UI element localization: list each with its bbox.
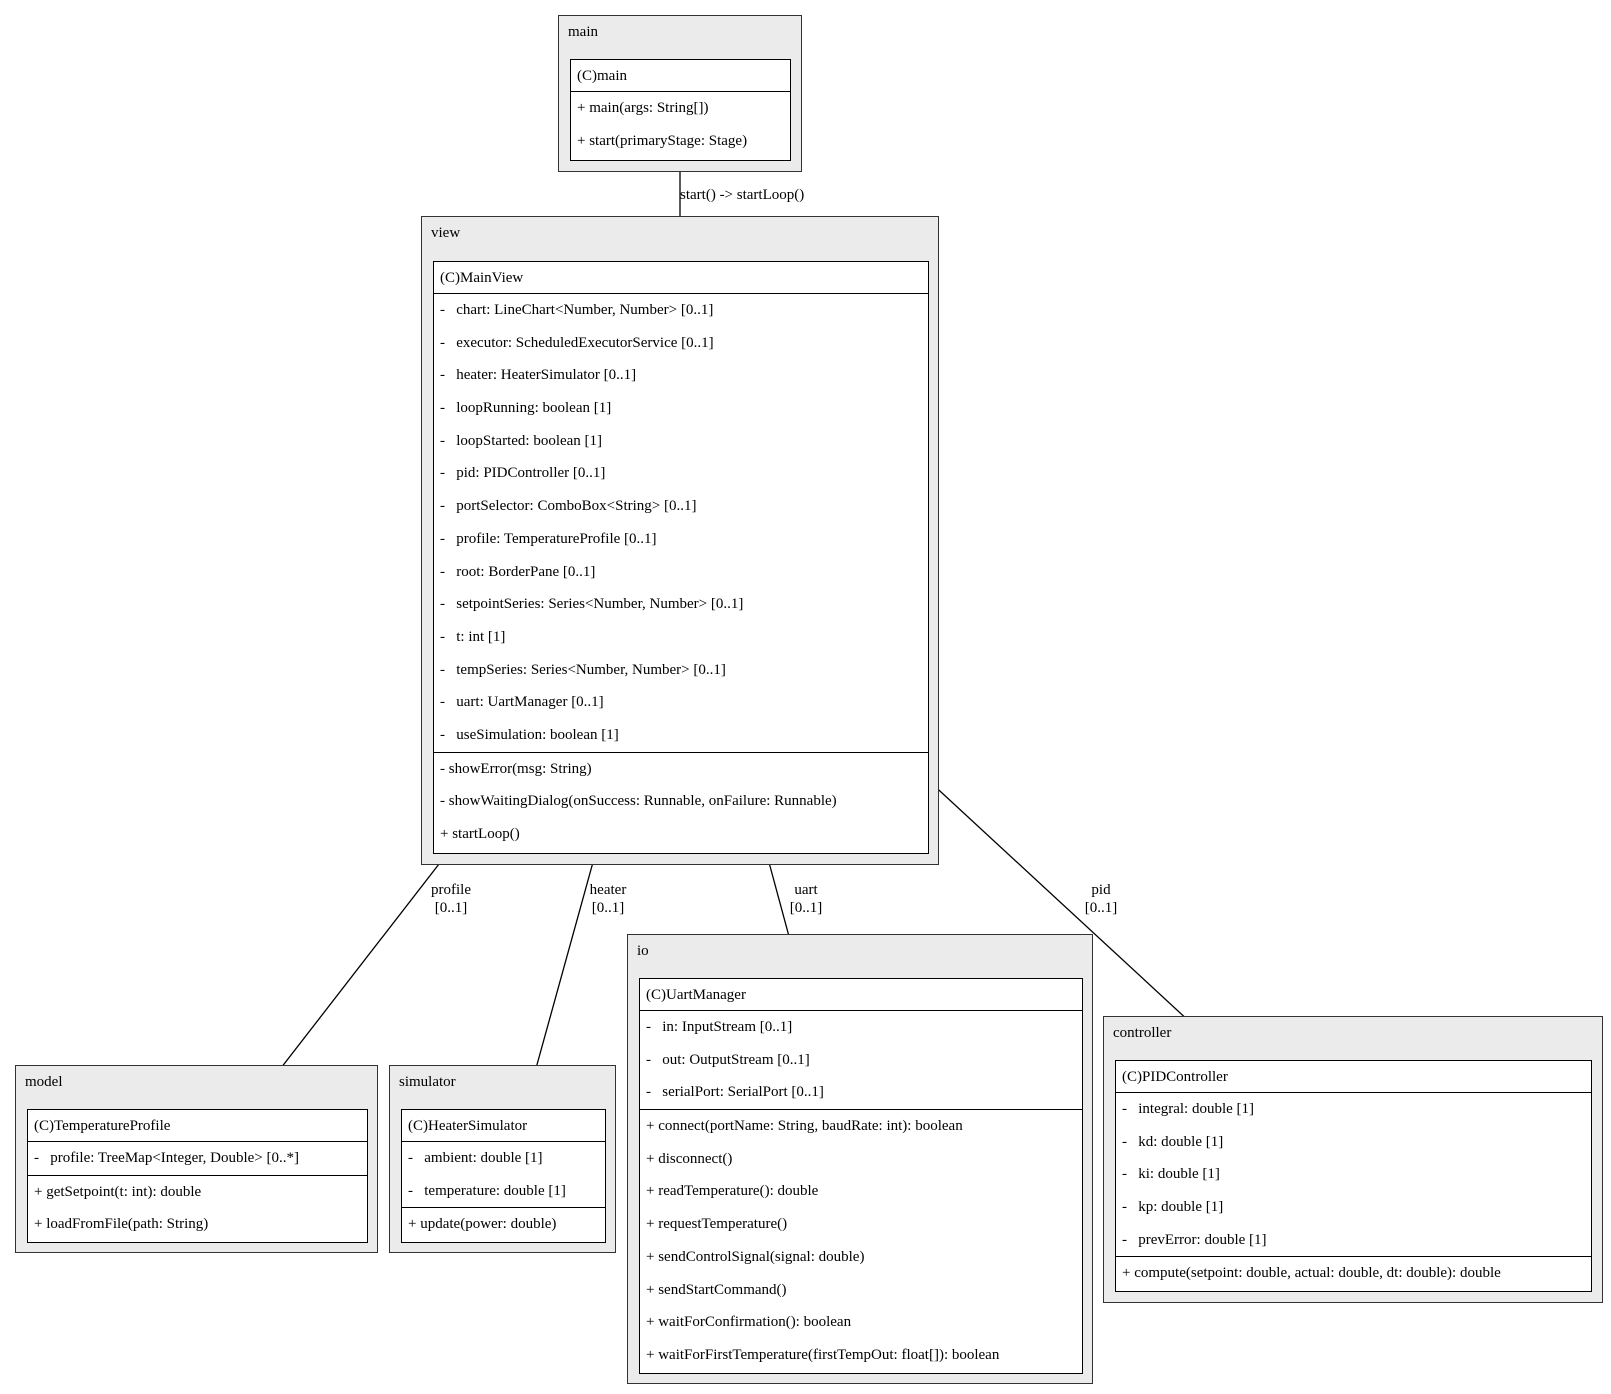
edge-view-to-controller <box>927 779 1231 1060</box>
class-method: + loadFromFile(path: String) <box>34 1216 209 1233</box>
class-attribute: - chart: LineChart<Number, Number> [0..1… <box>440 302 714 318</box>
edge-label-uart-role: uart <box>794 882 818 898</box>
class-method: + disconnect() <box>646 1150 733 1167</box>
class-name: (C)HeaterSimulator <box>402 1110 605 1142</box>
class-method: - showError(msg: String) <box>440 760 592 777</box>
class-attribute: - uart: UartManager [0..1] <box>440 694 604 711</box>
class-method: + connect(portName: String, baudRate: in… <box>646 1118 963 1135</box>
class-method: + waitForConfirmation(): boolean <box>646 1314 852 1331</box>
class-method: + getSetpoint(t: int): double <box>34 1183 202 1200</box>
class-method: + readTemperature(): double <box>646 1183 819 1200</box>
class-attribute: - integral: double [1] <box>1122 1101 1255 1117</box>
class-method: + main(args: String[]) <box>577 100 709 116</box>
class-attributes: - ambient: double [1] - temperature: doub… <box>402 1142 605 1209</box>
class-main: (C)main + main(args: String[]) + start(pr… <box>570 59 791 161</box>
class-method: + start(primaryStage: Stage) <box>577 132 748 149</box>
class-method: - showWaitingDialog(onSuccess: Runnable,… <box>440 793 837 810</box>
class-attribute: - ambient: double [1] <box>408 1150 543 1166</box>
edge-label-uart-mult: [0..1] <box>789 900 823 916</box>
class-methods: + update(power: double) <box>402 1208 605 1241</box>
class-mainview: (C)MainView - chart: LineChart<Number, N… <box>433 261 929 854</box>
class-name: (C)UartManager <box>640 979 1082 1011</box>
edge-label-uart: uart [0..1] <box>778 881 834 917</box>
class-attribute: - prevError: double [1] <box>1122 1231 1267 1248</box>
package-title: view <box>431 225 461 241</box>
edge-label-profile-role: profile <box>431 882 471 898</box>
class-attribute: - kd: double [1] <box>1122 1133 1224 1150</box>
package-title: main <box>568 24 598 40</box>
edge-label-heater-role: heater <box>589 882 627 898</box>
class-methods: + connect(portName: String, baudRate: in… <box>640 1110 1082 1372</box>
package-title: io <box>637 943 649 959</box>
package-simulator: simulator (C)HeaterSimulator - ambient: … <box>389 1065 616 1253</box>
class-attribute: - loopRunning: boolean [1] <box>440 400 612 417</box>
class-attribute: - executor: ScheduledExecutorService [0.… <box>440 334 714 351</box>
class-attribute: - profile: TemperatureProfile [0..1] <box>440 530 657 547</box>
class-methods: + getSetpoint(t: int): double + loadFromF… <box>28 1176 367 1241</box>
class-attribute: - kp: double [1] <box>1122 1199 1224 1216</box>
package-title: model <box>25 1074 63 1090</box>
class-attribute: - setpointSeries: Series<Number, Number>… <box>440 596 744 613</box>
class-methods: + compute(setpoint: double, actual: doub… <box>1116 1257 1591 1290</box>
class-method: + update(power: double) <box>408 1216 557 1233</box>
class-pidcontroller: (C)PIDController - integral: double [1]-… <box>1115 1060 1592 1292</box>
class-method: + waitForFirstTemperature(firstTempOut: … <box>646 1346 1000 1363</box>
package-title: controller <box>1113 1025 1172 1041</box>
class-attribute: - tempSeries: Series<Number, Number> [0.… <box>440 661 726 678</box>
class-uartmanager: (C)UartManager - in: InputStream [0..1]-… <box>639 978 1083 1374</box>
class-attribute: - ki: double [1] <box>1122 1166 1220 1183</box>
class-attribute: - temperature: double [1] <box>408 1182 566 1199</box>
class-attribute: - heater: HeaterSimulator [0..1] <box>440 367 637 384</box>
class-attributes: - integral: double [1] - kd: double [1] - … <box>1116 1093 1591 1258</box>
class-temperatureprofile: (C)TemperatureProfile - profile: TreeMap… <box>27 1109 368 1243</box>
class-methods: + main(args: String[]) + start(primarySta… <box>571 92 790 157</box>
class-attribute: - in: InputStream [0..1] <box>646 1019 793 1035</box>
class-attributes: - profile: TreeMap<Integer, Double> [0..… <box>28 1142 367 1176</box>
class-attribute: - portSelector: ComboBox<String> [0..1] <box>440 498 697 515</box>
package-view: view (C)MainView - chart: LineChart<Numb… <box>421 216 939 865</box>
edge-label-heater-mult: [0..1] <box>591 900 625 916</box>
class-heatersimulator: (C)HeaterSimulator - ambient: double [1]… <box>401 1109 606 1243</box>
class-name: (C)PIDController <box>1116 1061 1591 1093</box>
class-name: (C)MainView <box>434 262 928 294</box>
package-title: simulator <box>399 1074 456 1090</box>
class-name: (C)TemperatureProfile <box>28 1110 367 1142</box>
class-attribute: - loopStarted: boolean [1] <box>440 432 603 449</box>
class-attribute: - profile: TreeMap<Integer, Double> [0..… <box>34 1150 300 1166</box>
class-methods: - showError(msg: String) - showWaitingDia… <box>434 753 928 851</box>
edge-label-profile-mult: [0..1] <box>434 900 468 916</box>
class-method: + sendStartCommand() <box>646 1281 787 1298</box>
edge-label-profile: profile [0..1] <box>423 881 479 917</box>
package-io: io (C)UartManager - in: InputStream [0..… <box>627 934 1093 1384</box>
class-attribute: - t: int [1] <box>440 628 506 645</box>
edge-label-pid: pid [0..1] <box>1073 881 1129 917</box>
class-method: + requestTemperature() <box>646 1216 788 1233</box>
package-model: model (C)TemperatureProfile - profile: T… <box>15 1065 378 1253</box>
class-attribute: - pid: PIDController [0..1] <box>440 465 606 482</box>
class-attribute: - useSimulation: boolean [1] <box>440 726 619 743</box>
class-attribute: - root: BorderPane [0..1] <box>440 563 596 580</box>
class-method: + sendControlSignal(signal: double) <box>646 1248 865 1265</box>
class-method: + startLoop() <box>440 826 520 842</box>
class-name: (C)main <box>571 60 790 92</box>
class-attributes: - in: InputStream [0..1] - out: OutputStr… <box>640 1011 1082 1111</box>
class-attribute: - serialPort: SerialPort [0..1] <box>646 1084 824 1101</box>
class-attributes: - chart: LineChart<Number, Number> [0..1… <box>434 294 928 753</box>
edge-label-heater: heater [0..1] <box>580 881 636 917</box>
edge-label-start: start() -> startLoop() <box>680 187 805 203</box>
class-attribute: - out: OutputStream [0..1] <box>646 1051 810 1068</box>
edge-label-pid-role: pid <box>1091 882 1111 898</box>
package-controller: controller (C)PIDController - integral: … <box>1103 1016 1603 1303</box>
edge-label-pid-mult: [0..1] <box>1084 900 1118 916</box>
package-main: main (C)main + main(args: String[]) + sta… <box>558 15 802 172</box>
class-method: + compute(setpoint: double, actual: doub… <box>1122 1265 1501 1282</box>
